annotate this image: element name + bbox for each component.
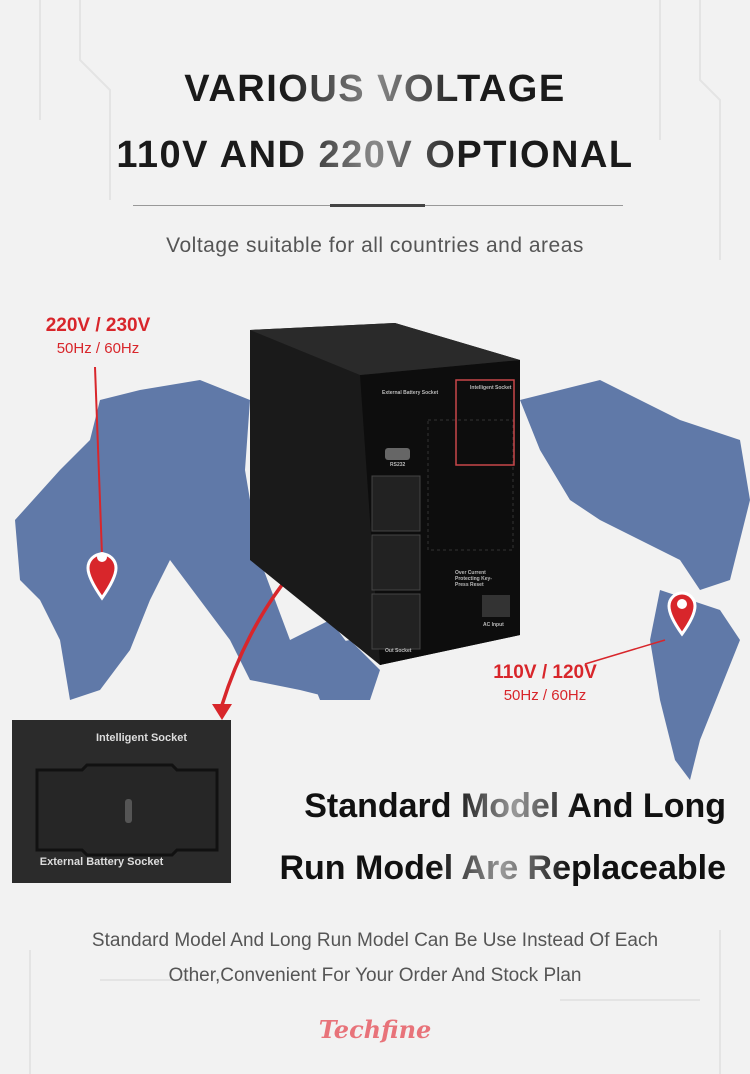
voltage: 110V / 120V [493, 662, 597, 683]
circuit-pattern [29, 0, 721, 1074]
arrow-head-icon [212, 704, 232, 720]
description-line: Standard Model And Long Run Model Can Be… [91, 930, 659, 951]
device-label: Out Socket [385, 648, 412, 654]
device-label: AC Input [483, 622, 504, 628]
location-pin-icon [667, 591, 697, 637]
socket-plate [35, 763, 219, 857]
socket-closeup-photo: Intelligent Socket External Battery Sock… [12, 720, 231, 883]
inset-label-bottom: External Battery Socket [39, 856, 164, 868]
intelligent-socket-highlight [455, 379, 515, 466]
device-label: External Battery Socket [382, 390, 439, 396]
device-label: Over Current Protecting Key-Press Reset [455, 570, 492, 588]
description-line: Other,Convenient For Your Order And Stoc… [168, 965, 582, 986]
device-label: RS232 [390, 462, 406, 468]
location-pin-icon [86, 552, 118, 601]
ups-device [250, 323, 520, 665]
afro-eurasia [15, 380, 360, 700]
australia [300, 640, 380, 700]
voltage: 220V / 230V [45, 315, 151, 336]
divider-accent [330, 204, 425, 207]
page-title: VARIOUS VOLTAGE [0, 68, 750, 111]
region-label-220v: 220V / 230V 50Hz / 60Hz [38, 315, 158, 357]
feature-heading-line1: Standard Model And Long [304, 787, 726, 825]
device-label: Intelligent Socket [470, 385, 512, 391]
feature-heading-line2: Run Model Are Replaceable [279, 849, 726, 887]
frequency: 50Hz / 60Hz [56, 340, 140, 357]
brand-logo: Techfine [318, 1015, 432, 1044]
feature-description: Standard Model And Long Run Model Can Be… [0, 923, 750, 993]
page-title-line2: 110V AND 220V OPTIONAL [0, 134, 750, 177]
frequency: 50Hz / 60Hz [503, 687, 587, 704]
subtitle: Voltage suitable for all countries and a… [166, 234, 584, 257]
south-america [650, 590, 740, 780]
inset-label-top: Intelligent Socket [95, 732, 188, 744]
region-label-110v: 110V / 120V 50Hz / 60Hz [485, 662, 605, 704]
north-america [520, 380, 750, 590]
